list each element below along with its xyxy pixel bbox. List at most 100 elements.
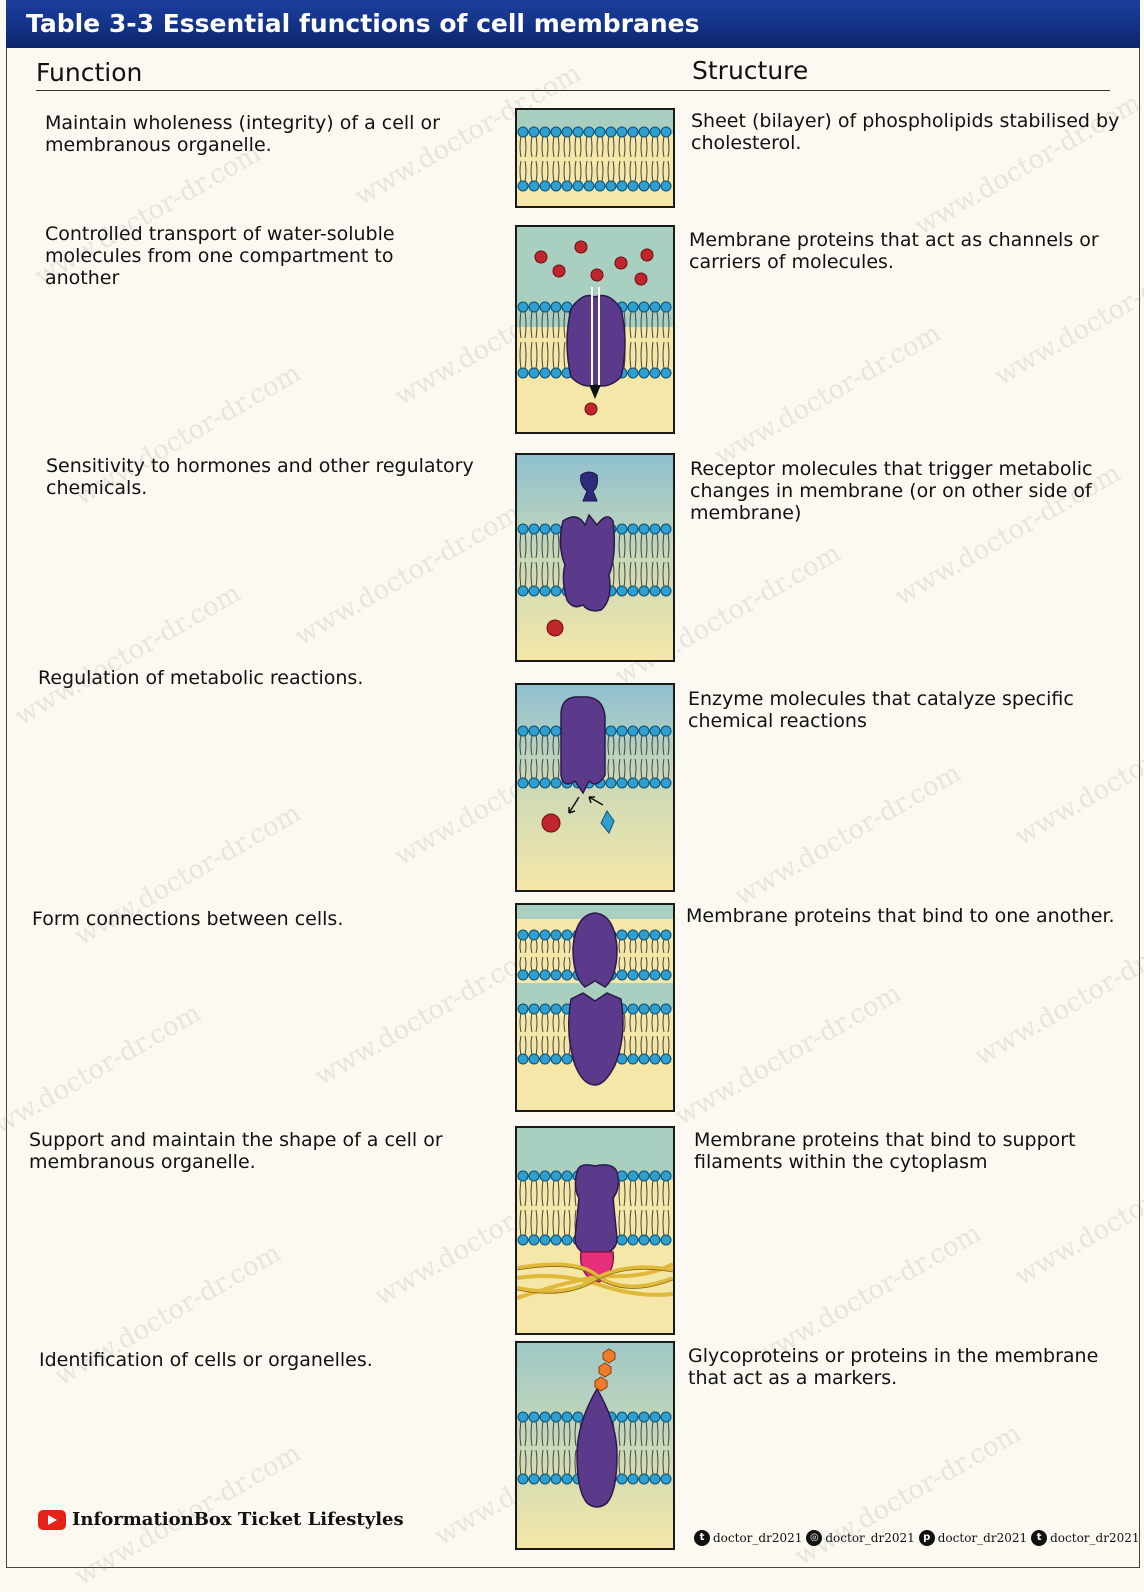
phospholipid-head xyxy=(660,777,672,789)
phospholipid-head xyxy=(517,180,529,192)
phospholipid-head xyxy=(539,1234,551,1246)
phospholipid-head xyxy=(649,367,661,379)
phospholipid-head xyxy=(550,1170,562,1182)
structure-text-7: Glycoproteins or proteins in the membran… xyxy=(688,1345,1099,1389)
phospholipid-head xyxy=(627,929,639,941)
phospholipid-head xyxy=(616,929,628,941)
phospholipid-head xyxy=(660,1473,672,1485)
phospholipid-head xyxy=(649,1170,661,1182)
phospholipid-head xyxy=(528,1053,540,1065)
youtube-icon xyxy=(38,1509,66,1530)
phospholipid-head xyxy=(649,725,661,737)
social-instagram[interactable]: ◎doctor_dr2021 xyxy=(806,1530,915,1546)
phospholipid-head xyxy=(616,585,628,597)
phospholipid-head xyxy=(572,1411,584,1423)
phospholipid-head xyxy=(660,301,672,313)
phospholipid-head xyxy=(627,1003,639,1015)
phospholipid-head xyxy=(660,929,672,941)
phospholipid-head xyxy=(561,929,573,941)
phospholipid-head xyxy=(550,523,562,535)
phospholipid-head xyxy=(660,180,672,192)
phospholipid-head xyxy=(517,301,529,313)
phospholipid-head xyxy=(616,969,628,981)
phospholipid-head xyxy=(616,1473,628,1485)
phospholipid-head xyxy=(616,523,628,535)
phospholipid-head xyxy=(550,1003,562,1015)
phospholipid-head xyxy=(638,301,650,313)
phospholipid-head xyxy=(550,969,562,981)
phospholipid-head xyxy=(660,523,672,535)
illustration-phospholipid-bilayer xyxy=(515,108,675,208)
phospholipid-head xyxy=(539,180,551,192)
structure-text-6: Membrane proteins that bind to support f… xyxy=(694,1129,1076,1173)
phospholipid-head xyxy=(550,126,562,138)
phospholipid-head xyxy=(638,929,650,941)
phospholipid-head xyxy=(550,1053,562,1065)
channel-branding: InformationBox Ticket Lifestyles xyxy=(38,1509,404,1530)
phospholipid-head xyxy=(638,1053,650,1065)
phospholipid-head xyxy=(550,725,562,737)
phospholipid-head xyxy=(605,725,617,737)
phospholipid-head xyxy=(627,1473,639,1485)
phospholipid-head xyxy=(627,1053,639,1065)
phospholipid-head xyxy=(528,1473,540,1485)
phospholipid-head xyxy=(517,725,529,737)
phospholipid-head xyxy=(616,126,628,138)
phospholipid-head xyxy=(550,301,562,313)
phospholipid-head xyxy=(528,777,540,789)
instagram-icon: ◎ xyxy=(806,1530,823,1546)
illustration-receptor-protein xyxy=(515,453,675,662)
phospholipid-head xyxy=(649,126,661,138)
phospholipid-head xyxy=(660,1053,672,1065)
phospholipid-head xyxy=(660,969,672,981)
phospholipid-head xyxy=(517,969,529,981)
phospholipid-head xyxy=(616,725,628,737)
phospholipid-head xyxy=(660,1170,672,1182)
phospholipid-head xyxy=(638,1234,650,1246)
phospholipid-head xyxy=(649,301,661,313)
phospholipid-head xyxy=(638,1003,650,1015)
phospholipid-head xyxy=(660,1411,672,1423)
phospholipid-head xyxy=(627,777,639,789)
structure-column-header: Structure xyxy=(692,56,809,85)
phospholipid-head xyxy=(517,777,529,789)
phospholipid-head xyxy=(638,777,650,789)
phospholipid-head xyxy=(539,1003,551,1015)
phospholipid-head xyxy=(616,1411,628,1423)
phospholipid-head xyxy=(605,777,617,789)
phospholipid-head xyxy=(517,523,529,535)
function-text-1: Maintain wholeness (integrity) of a cell… xyxy=(45,112,440,156)
phospholipid-head xyxy=(539,929,551,941)
phospholipid-head xyxy=(528,929,540,941)
phospholipid-head xyxy=(627,367,639,379)
phospholipid-head xyxy=(517,929,529,941)
structure-text-2: Membrane proteins that act as channels o… xyxy=(689,229,1099,273)
table-title: Table 3-3 Essential functions of cell me… xyxy=(26,9,700,38)
phospholipid-head xyxy=(528,126,540,138)
phospholipid-head xyxy=(638,523,650,535)
structure-text-1: Sheet (bilayer) of phospholipids stabili… xyxy=(691,110,1120,154)
phospholipid-head xyxy=(660,725,672,737)
phospholipid-head xyxy=(638,1473,650,1485)
phospholipid-head xyxy=(550,585,562,597)
function-text-3: Sensitivity to hormones and other regula… xyxy=(46,455,474,499)
phospholipid-head xyxy=(550,929,562,941)
phospholipid-head xyxy=(528,585,540,597)
phospholipid-head xyxy=(627,1234,639,1246)
phospholipid-head xyxy=(539,301,551,313)
phospholipid-head xyxy=(517,1411,529,1423)
phospholipid-head xyxy=(539,1053,551,1065)
phospholipid-head xyxy=(627,301,639,313)
phospholipid-head xyxy=(572,180,584,192)
function-column-header: Function xyxy=(36,58,143,87)
phospholipid-head xyxy=(649,523,661,535)
phospholipid-head xyxy=(627,523,639,535)
phospholipid-head xyxy=(649,1053,661,1065)
phospholipid-head xyxy=(627,126,639,138)
phospholipid-head xyxy=(517,1473,529,1485)
phospholipid-head xyxy=(550,1234,562,1246)
